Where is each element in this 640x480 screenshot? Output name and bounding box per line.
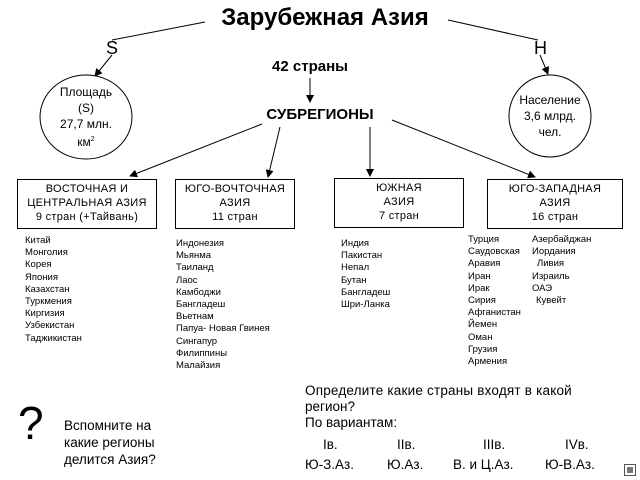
recall-prompt: Вспомните на какие регионы делится Азия?	[64, 418, 156, 467]
countries-count: 42 страны	[272, 58, 348, 75]
task-question: Определите какие страны входят в какой р…	[305, 383, 572, 430]
variant-regions: Ю-З.Аз. Ю.Аз. В. и Ц.Аз. Ю-В.Аз.	[305, 457, 595, 472]
arrow-to-area	[94, 54, 113, 77]
list-item: Оман	[468, 331, 493, 343]
list-item: Сингапур	[176, 335, 218, 347]
area-circle	[39, 74, 133, 160]
question-mark: ?	[18, 397, 44, 449]
country-list-southeast-asia: Индонезия Мьянма Таиланд Лаос Камбоджи Б…	[176, 238, 270, 372]
list-item: Мьянма	[176, 250, 212, 262]
list-item: Лаос	[176, 274, 198, 286]
subregions-label: СУБРЕГИОНЫ	[266, 106, 374, 123]
arrow-to-southwest-asia	[391, 119, 536, 179]
list-item: Филиппины	[176, 347, 228, 359]
arrow-to-population	[539, 54, 549, 75]
arrow-to-southeast-asia	[265, 126, 281, 178]
list-item: Таиланд	[176, 262, 214, 274]
region-box-south-asia: ЮЖНАЯ АЗИЯ 7 стран	[334, 178, 464, 228]
list-item: Йемен	[468, 319, 498, 331]
list-item: Бангладеш	[176, 299, 226, 311]
list-item: Индия	[341, 238, 370, 249]
list-item: Таджикистан	[25, 332, 82, 344]
list-item: Казахстан	[25, 283, 70, 295]
list-item: Армения	[468, 356, 508, 368]
country-list-east-central-asia: Китай Монголия Корея Япония Казахстан Ту…	[25, 235, 82, 345]
list-item: Папуа- Новая Гвинея	[176, 323, 270, 335]
list-item: Пакистан	[341, 250, 383, 262]
variant-numbers: Iв. IIв. IIIв. IVв.	[323, 437, 589, 452]
list-item: Афганистан	[468, 307, 521, 319]
list-item: Киргизия	[25, 308, 65, 320]
region-box-southeast-asia: ЮГО-ВОЧТОЧНАЯ АЗИЯ 11 стран	[175, 179, 295, 229]
list-item: Япония	[25, 271, 58, 283]
list-item: Китай	[25, 235, 51, 246]
list-item: Узбекистан	[25, 320, 75, 332]
list-item: Непал	[341, 262, 370, 274]
list-item: Индонезия	[176, 238, 225, 249]
list-item: Бутан	[341, 274, 367, 286]
list-item: Шри-Ланка	[341, 299, 390, 311]
list-item: Туркмения	[25, 296, 72, 308]
list-item: Вьетнам	[176, 311, 214, 323]
list-item: Малайзия	[176, 360, 221, 372]
population-symbol: Н	[534, 38, 547, 58]
diagram-title: Зарубежная Азия	[221, 4, 429, 31]
country-list-south-asia: Индия Пакистан Непал Бутан Бангладеш Шри…	[341, 238, 390, 311]
arrow-to-east-asia	[129, 123, 263, 178]
list-item: Камбоджи	[176, 286, 221, 298]
list-item: Бангладеш	[341, 286, 391, 298]
population-text: Население 3,6 млрд. чел.	[519, 93, 581, 139]
list-item: Грузия	[468, 343, 498, 355]
line-title-to-S	[111, 21, 206, 41]
slide-nav-icon[interactable]	[624, 464, 636, 476]
list-item: Корея	[25, 259, 52, 271]
region-box-southwest-asia: ЮГО-ЗАПАДНАЯ АЗИЯ 16 стран	[487, 179, 623, 229]
area-symbol: S	[106, 38, 119, 58]
line-title-to-H	[447, 19, 539, 41]
list-item: Монголия	[25, 247, 68, 259]
region-box-east-central-asia: ВОСТОЧНАЯ И ЦЕНТРАЛЬНАЯ АЗИЯ 9 стран (+Т…	[17, 179, 157, 229]
area-text: Площадь (S) 27,7 млн. км2	[59, 85, 113, 149]
population-circle	[508, 74, 592, 158]
